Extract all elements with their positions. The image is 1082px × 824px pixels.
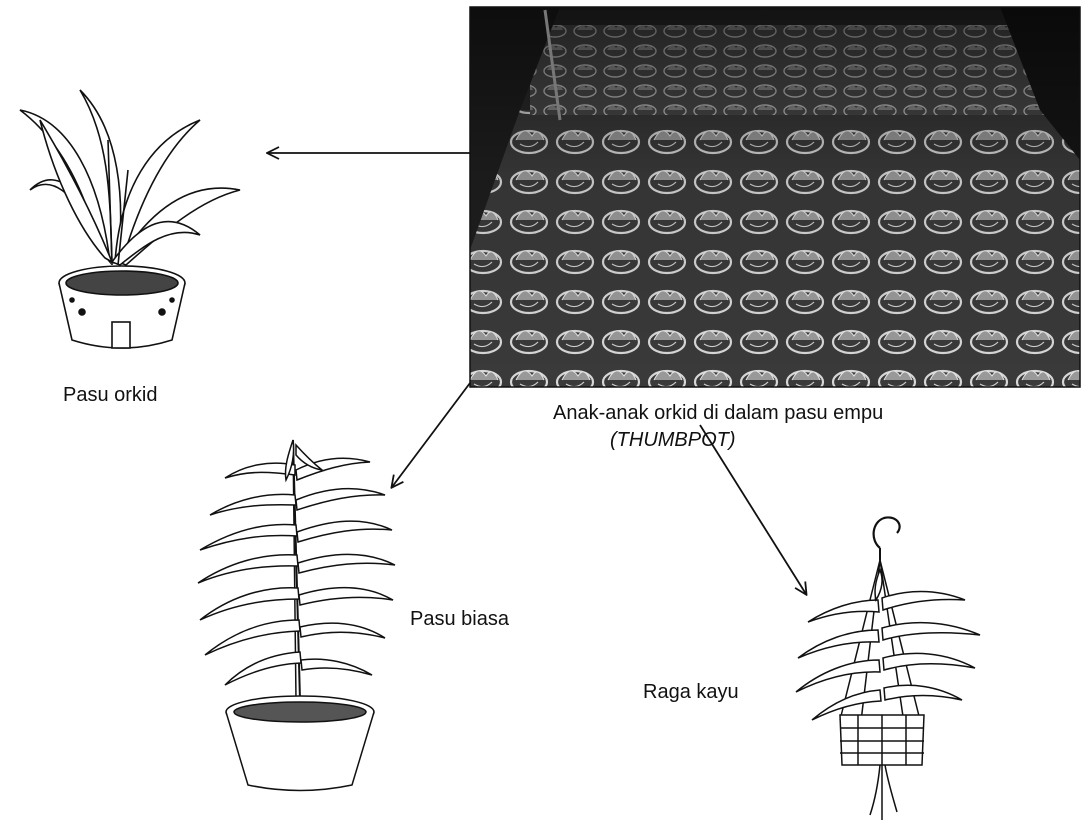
label-thumbpot: Anak-anak orkid di dalam pasu empu bbox=[553, 401, 883, 425]
tall-orchid-pot-illustration bbox=[198, 440, 395, 791]
arrow-to-pasu-biasa bbox=[392, 383, 470, 487]
label-raga-kayu: Raga kayu bbox=[643, 680, 739, 704]
hanging-wooden-basket-illustration bbox=[796, 517, 980, 820]
label-thumbpot-term: (THUMBPOT) bbox=[610, 428, 736, 452]
label-pasu-orkid: Pasu orkid bbox=[63, 383, 158, 407]
orchid-pot-illustration bbox=[20, 90, 240, 348]
label-pasu-biasa: Pasu biasa bbox=[410, 607, 509, 631]
seedling-photo bbox=[470, 7, 1080, 387]
